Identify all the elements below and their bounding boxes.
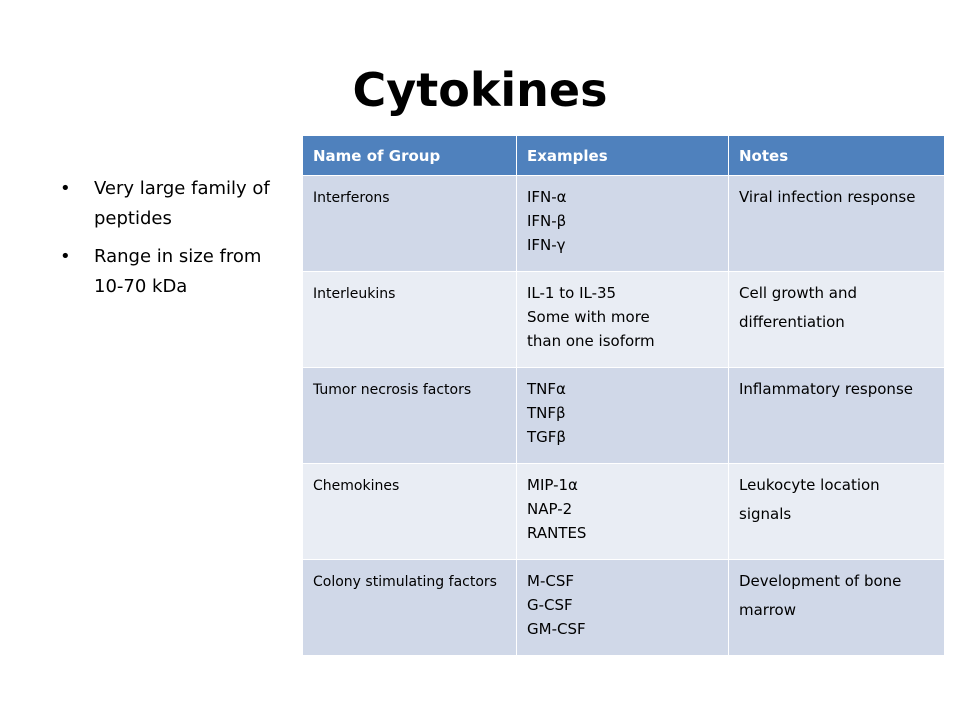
header-notes: Notes	[728, 135, 945, 176]
table-header-row: Name of Group Examples Notes	[302, 135, 945, 176]
examples-cell: M-CSF G-CSF GM-CSF	[516, 559, 729, 656]
example-item: than one isoform	[527, 332, 655, 350]
example-item: GM-CSF	[527, 620, 586, 638]
table-row: Interleukins IL-1 to IL-35 Some with mor…	[302, 271, 945, 368]
example-item: IFN-γ	[527, 236, 566, 254]
examples-cell: TNFα TNFβ TGFβ	[516, 367, 729, 464]
bullet-text: Very large family of peptides	[94, 178, 270, 229]
examples-cell: IFN-α IFN-β IFN-γ	[516, 175, 729, 272]
notes-cell: Development of bone marrow	[728, 559, 945, 656]
group-cell: Colony stimulating factors	[302, 559, 517, 656]
group-name: Interleukins	[313, 286, 396, 302]
table-row: Tumor necrosis factors TNFα TNFβ TGFβ In…	[302, 367, 945, 464]
notes-cell: Inflammatory response	[728, 367, 945, 464]
notes-cell: Cell growth and differentiation	[728, 271, 945, 368]
cytokine-table: Name of Group Examples Notes Interferons…	[302, 135, 945, 656]
bullet-item: • Range in size from 10-70 kDa	[54, 242, 286, 302]
examples-cell: MIP-1α NAP-2 RANTES	[516, 463, 729, 560]
example-item: IFN-β	[527, 212, 567, 230]
example-item: IL-1 to IL-35	[527, 284, 617, 302]
example-item: NAP-2	[527, 500, 573, 518]
group-name: Chemokines	[313, 478, 400, 494]
table-row: Interferons IFN-α IFN-β IFN-γ Viral infe…	[302, 175, 945, 272]
example-item: IFN-α	[527, 188, 567, 206]
table-row: Chemokines MIP-1α NAP-2 RANTES Leukocyte…	[302, 463, 945, 560]
group-cell: Tumor necrosis factors	[302, 367, 517, 464]
group-name: Colony stimulating factors	[313, 574, 497, 590]
table-row: Colony stimulating factors M-CSF G-CSF G…	[302, 559, 945, 656]
example-item: TGFβ	[527, 428, 566, 446]
bullet-item: • Very large family of peptides	[54, 174, 286, 234]
notes-cell: Viral infection response	[728, 175, 945, 272]
notes-cell: Leukocyte location signals	[728, 463, 945, 560]
example-item: MIP-1α	[527, 476, 578, 494]
bullet-text: Range in size from 10-70 kDa	[94, 246, 262, 297]
group-cell: Interleukins	[302, 271, 517, 368]
group-cell: Chemokines	[302, 463, 517, 560]
example-item: RANTES	[527, 524, 587, 542]
bullet-dot-icon: •	[60, 246, 71, 267]
slide-title: Cytokines	[352, 63, 608, 117]
example-item: TNFβ	[527, 404, 566, 422]
header-name-of-group: Name of Group	[302, 135, 517, 176]
header-examples: Examples	[516, 135, 729, 176]
group-name: Interferons	[313, 190, 390, 206]
examples-cell: IL-1 to IL-35 Some with more than one is…	[516, 271, 729, 368]
group-cell: Interferons	[302, 175, 517, 272]
example-item: M-CSF	[527, 572, 574, 590]
example-item: Some with more	[527, 308, 650, 326]
group-name: Tumor necrosis factors	[313, 382, 472, 398]
bullet-dot-icon: •	[60, 178, 71, 199]
example-item: G-CSF	[527, 596, 573, 614]
bullet-list: • Very large family of peptides • Range …	[54, 174, 286, 310]
example-item: TNFα	[527, 380, 566, 398]
